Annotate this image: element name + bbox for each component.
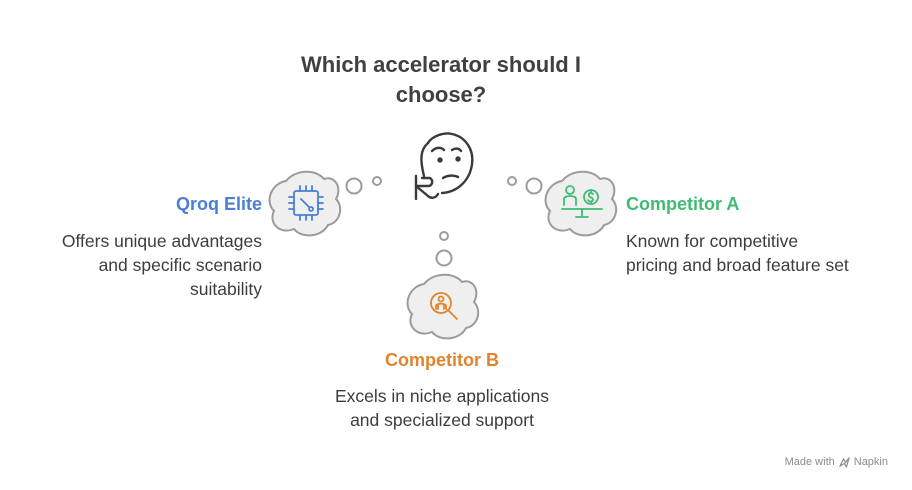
option-label-competitor-a: Competitor A [626,194,740,214]
dot-bottom-large [435,249,453,267]
thinking-face-icon [414,132,474,201]
cloud-competitor-a [544,170,618,237]
description-line: pricing and broad feature set [626,255,849,275]
option-description-qroq-elite: Offers unique advantages and specific sc… [2,229,262,301]
description-line: Excels in niche applications [334,386,549,406]
napkin-brand-text: Napkin [853,456,888,468]
description-line: Known for competitive [626,231,799,251]
dot-left-large [345,177,363,195]
description-line: and specific scenario [98,255,262,275]
made-with-napkin-watermark[interactable]: Made with Napkin [785,456,888,468]
title-line-2: choose? [395,82,487,107]
dot-left-small [372,176,382,186]
dot-right-small [507,176,517,186]
person-price-scale-icon [561,185,603,218]
made-with-text: Made with [784,456,835,468]
description-line: suitability [190,279,262,299]
dot-bottom-small [439,231,449,241]
cloud-qroq-elite [268,170,342,237]
cloud-competitor-b [406,273,480,340]
napkin-logo-icon [839,456,850,468]
description-line: Offers unique advantages [61,231,262,251]
option-label-competitor-b: Competitor B [385,350,499,370]
page-title: Which accelerator should I choose? [256,50,626,110]
option-label-qroq-elite: Qroq Elite [175,194,262,214]
option-description-competitor-a: Known for competitive pricing and broad … [626,229,896,277]
magnifier-search-icon [430,292,458,320]
description-line: and specialized support [350,410,534,430]
chip-icon [288,185,324,221]
title-line-1: Which accelerator should I [301,52,581,77]
thought-bubble-dots [345,176,543,267]
option-description-competitor-b: Excels in niche applications and special… [300,384,584,432]
dot-right-large [525,177,543,195]
